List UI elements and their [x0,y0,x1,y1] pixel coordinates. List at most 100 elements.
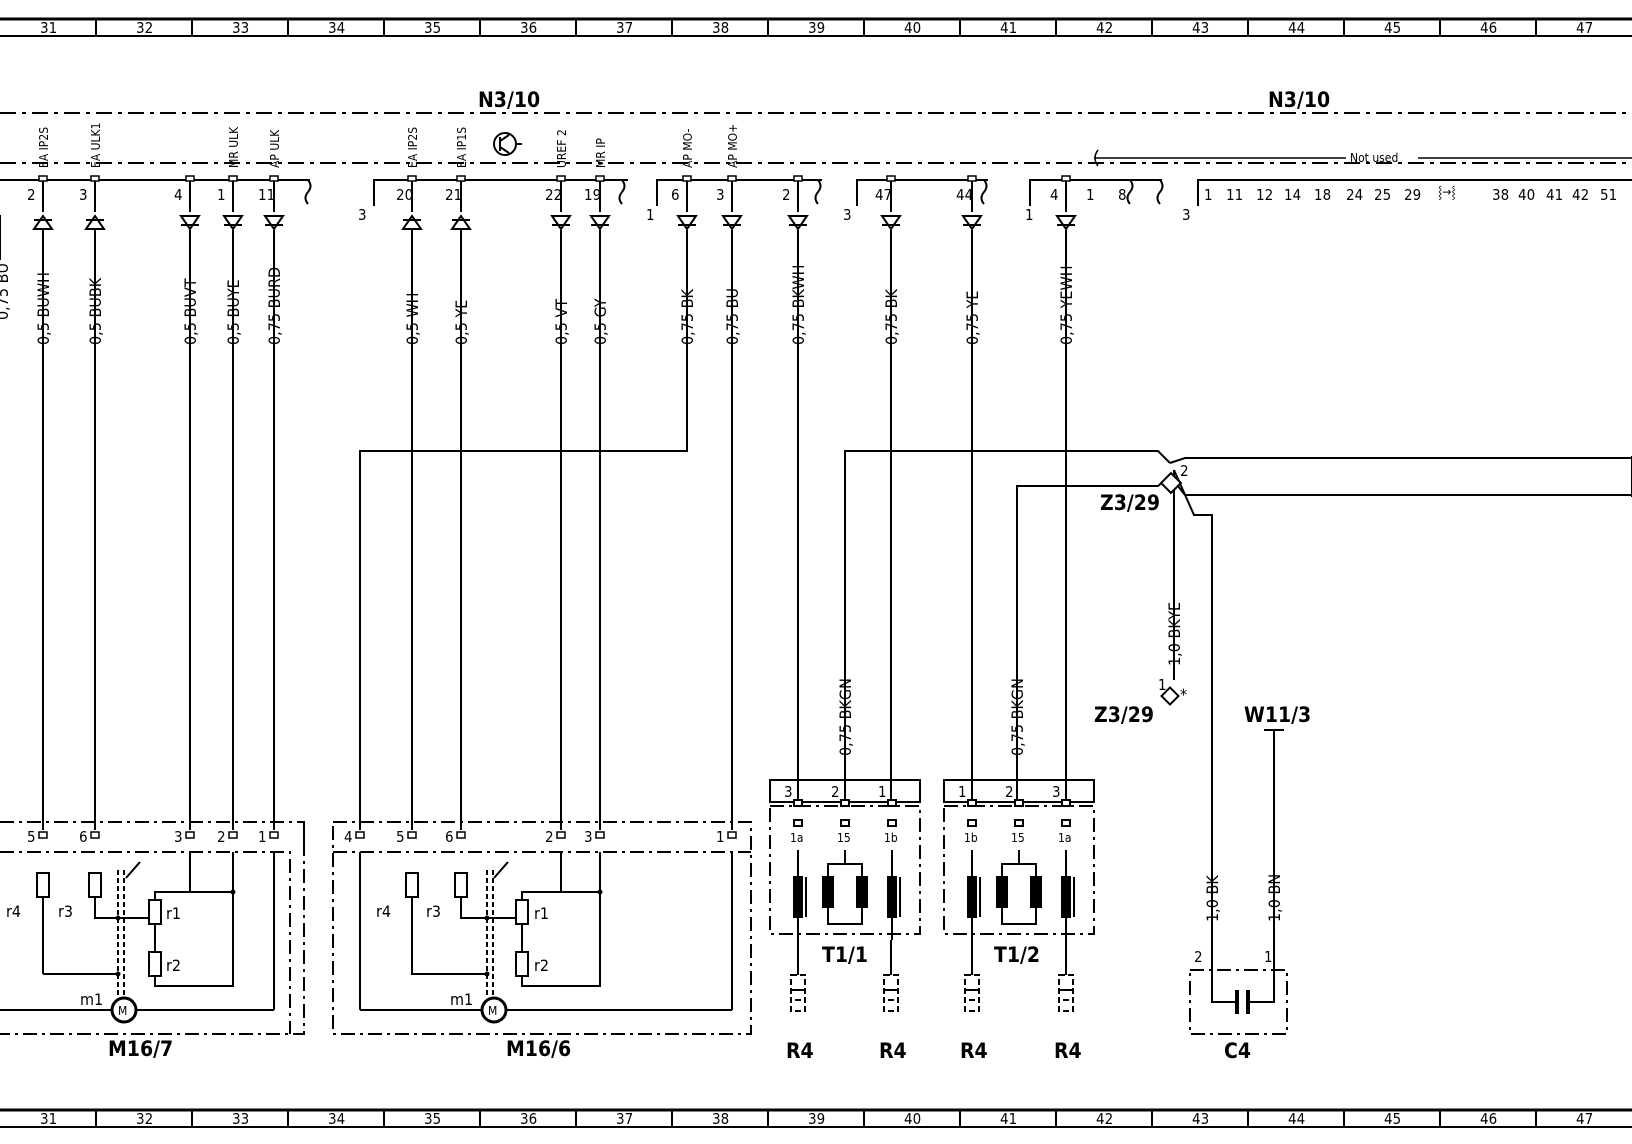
grid-col-label: 44 [1288,1110,1305,1128]
block-label-5: 3 [1182,206,1191,224]
pin-column: 20,75 BKWH [782,175,808,345]
r2-label-2: r2 [534,956,549,975]
grid-col-label: 44 [1288,19,1305,37]
spark-plug-icon [883,940,899,1012]
wire-bn: 1,0 BN [1265,874,1284,922]
signal-name: MR ULK [227,126,241,168]
r1-label-2: r1 [534,904,549,923]
c4-label: C4 [1224,1039,1251,1063]
pin-number: 4 [1050,186,1059,204]
unused-pin: 18 [1314,186,1331,204]
motor-pin: 5 [27,828,36,846]
pin-number: 3 [716,186,725,204]
m16-7-component [0,821,305,1035]
coil-box [943,779,1095,940]
pin-number: 11 [258,186,275,204]
motor-pin: 3 [174,828,183,846]
grid-col-label: 47 [1576,19,1593,37]
unused-pin: 25 [1374,186,1391,204]
unused-pin: 12 [1256,186,1273,204]
grid-col-label: 41 [1000,19,1017,37]
signal-name: MR IP [594,138,608,168]
t1-1-label: T1/1 [822,943,868,967]
unused-pin-1: 1 [1086,186,1095,204]
pin-number: 4 [174,186,183,204]
n3-10-bus [0,112,1632,164]
grid-col-label: 37 [616,1110,633,1128]
wiring [42,230,1632,970]
spark-plug-icon [964,940,980,1012]
grid-col-label: 33 [232,1110,249,1128]
signal-arrow-icon [223,215,243,230]
wire-bk: 1,0 BK [1203,875,1222,922]
unused-pin: 24 [1346,186,1363,204]
signal-arrow-icon [962,215,982,230]
motor-pin: 6 [445,828,454,846]
asterisk-mark: * [1180,685,1187,704]
pin-number: 47 [875,186,892,204]
not-used-label: Not used [1350,151,1398,165]
m16-7-motor-icon: M [110,996,138,1024]
r4-plug-label-2: R4 [879,1039,907,1063]
unused-pin: 41 [1546,186,1563,204]
r3-label: r3 [58,902,73,921]
grid-col-label: 36 [520,1110,537,1128]
motor-pin: 1 [716,828,725,846]
pin-number: 2 [782,186,791,204]
motor-pin: 2 [217,828,226,846]
coil-inner-pin: 15 [1011,831,1025,845]
grid-col-label: 43 [1192,19,1209,37]
unused-pin: 11 [1226,186,1243,204]
signal-name: EA IP1S [455,127,469,168]
unused-pin: 40 [1518,186,1535,204]
signal-arrow-icon [180,215,200,230]
splice-z3-29-bottom [1160,686,1180,706]
pin-number: 22 [545,186,562,204]
r2-label: r2 [166,956,181,975]
wire-bkgn-2: 0,75 BKGN [1008,678,1027,756]
partial-wire-left: 0,75 BU [0,215,12,320]
grid-col-label: 33 [232,19,249,37]
unused-pin: 14 [1284,186,1301,204]
motor-pin: 2 [545,828,554,846]
signal-name: EA ULK1 [89,123,103,169]
grid-col-label: 39 [808,19,825,37]
pin-number: 1 [217,186,226,204]
signal-name: AP MO- [681,129,695,168]
r4-label: r4 [6,902,21,921]
signal-name: AP MO+ [726,124,740,168]
motor-pin: 4 [344,828,353,846]
grid-col-label: 32 [136,1110,153,1128]
grid-col-label: 42 [1096,1110,1113,1128]
signal-arrow-icon [264,215,284,230]
coil-inner-pin: 1b [884,831,898,845]
m16-7-label: M16/7 [108,1037,173,1061]
not-used-bracket [1094,149,1632,167]
m16-6-component [332,821,752,1035]
grid-col-label: 45 [1384,19,1401,37]
grid-col-label: 39 [808,1110,825,1128]
grid-col-label: 38 [712,19,729,37]
r1-label: r1 [166,904,181,923]
node-dot [484,915,490,921]
signal-arrow-icon [590,215,610,230]
pin-number: 19 [584,186,601,204]
m1-label: m1 [80,990,103,1009]
pin-column: 40,5 BUVT [174,175,200,345]
wire-bkye: 1,0 BKYE [1165,602,1184,666]
block-label-4: 1 [1025,206,1034,224]
spark-plug-icon [1058,940,1074,1012]
spark-plugs [790,940,1074,1012]
splice-top-pin: 2 [1180,462,1189,480]
motor-pin: 3 [584,828,593,846]
grid-col-label: 47 [1576,1110,1593,1128]
coil-pin: 3 [784,783,793,801]
coil-pin: 3 [1052,783,1061,801]
